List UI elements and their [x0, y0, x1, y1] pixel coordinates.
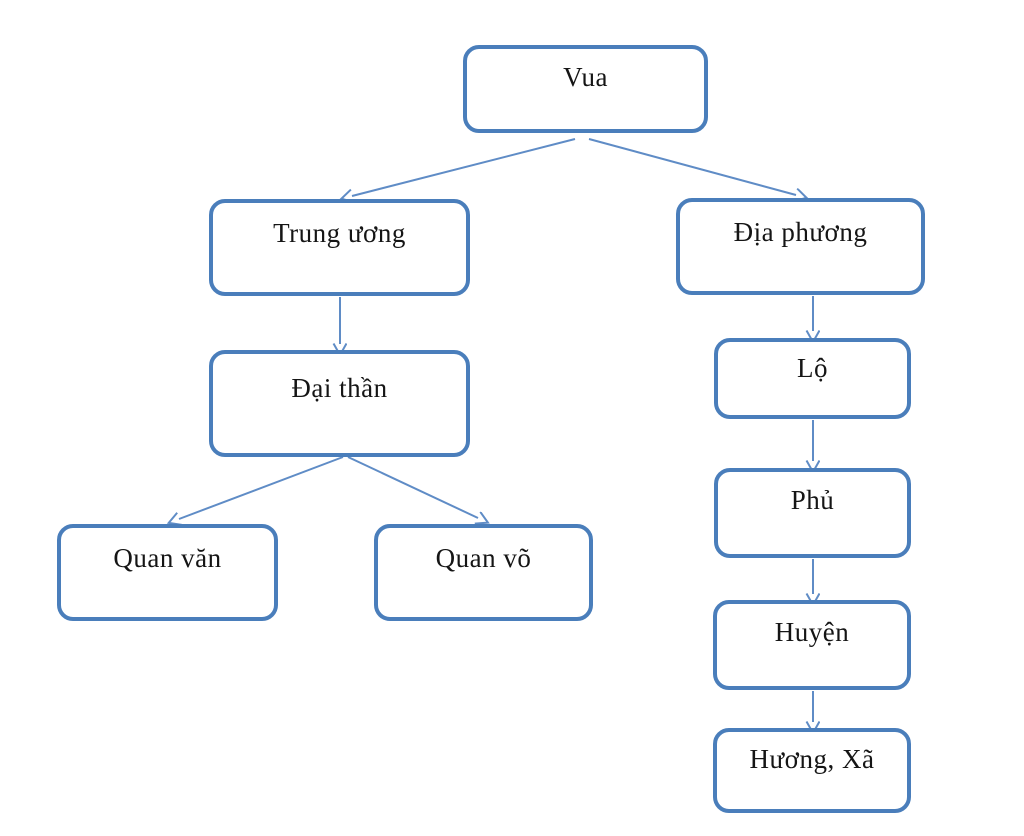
node-dia-phuong: Địa phương — [676, 198, 925, 295]
node-quan-vo: Quan võ — [374, 524, 593, 621]
node-huyen: Huyện — [713, 600, 911, 690]
node-dai-than-label: Đại thần — [291, 373, 388, 403]
node-quan-van: Quan văn — [57, 524, 278, 621]
node-phu: Phủ — [714, 468, 911, 558]
arrow-dai-than-to-quan-van — [179, 456, 344, 519]
arrow-vua-to-dia-phuong — [588, 138, 796, 195]
node-huong-xa-label: Hương, Xã — [749, 744, 875, 774]
node-huong-xa: Hương, Xã — [713, 728, 911, 813]
node-dia-phuong-label: Địa phương — [733, 217, 868, 247]
node-quan-vo-label: Quan võ — [435, 543, 532, 573]
node-vua: Vua — [463, 45, 708, 133]
arrow-dai-than-to-quan-vo — [347, 456, 478, 518]
node-huyen-label: Huyện — [774, 617, 850, 647]
arrow-vua-to-trung-uong — [352, 138, 576, 196]
node-lo: Lộ — [714, 338, 911, 419]
node-vua-label: Vua — [563, 62, 608, 92]
node-phu-label: Phủ — [790, 485, 835, 515]
node-trung-uong: Trung ương — [209, 199, 470, 296]
node-lo-label: Lộ — [797, 353, 828, 383]
node-quan-van-label: Quan văn — [113, 543, 222, 573]
node-dai-than: Đại thần — [209, 350, 470, 457]
node-trung-uong-label: Trung ương — [273, 218, 406, 248]
